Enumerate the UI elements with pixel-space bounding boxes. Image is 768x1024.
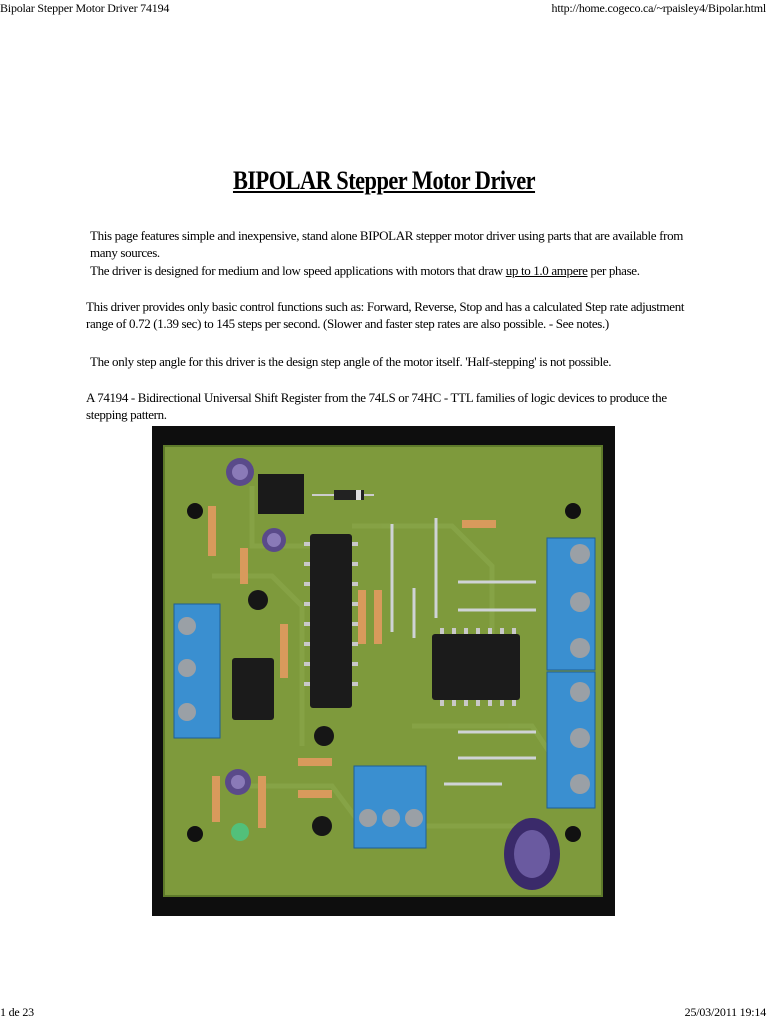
paragraph-shift-register: A 74194 - Bidirectional Universal Shift … xyxy=(86,390,667,422)
paragraph-controls: This driver provides only basic control … xyxy=(86,299,685,331)
print-footer-page: 1 de 23 xyxy=(0,1005,34,1019)
print-header-title: Bipolar Stepper Motor Driver 74194 xyxy=(0,1,170,15)
circuit-board-photo xyxy=(152,426,615,916)
paragraph-current-end: per phase. xyxy=(587,263,640,278)
print-footer-datetime: 25/03/2011 19:14 xyxy=(684,1005,767,1019)
paragraph-step-angle: The only step angle for this driver is t… xyxy=(90,354,612,369)
paragraph-intro: This page features simple and inexpensiv… xyxy=(90,228,684,260)
current-rating-link[interactable]: up to 1.0 ampere xyxy=(505,263,588,278)
paragraph-current-text: The driver is designed for medium and lo… xyxy=(90,263,506,278)
print-header-url: http://home.cogeco.ca/~rpaisley4/Bipolar… xyxy=(551,1,767,15)
page-title: BIPOLAR Stepper Motor Driver xyxy=(232,166,536,195)
paragraph-current: The driver is designed for medium and lo… xyxy=(90,262,690,279)
